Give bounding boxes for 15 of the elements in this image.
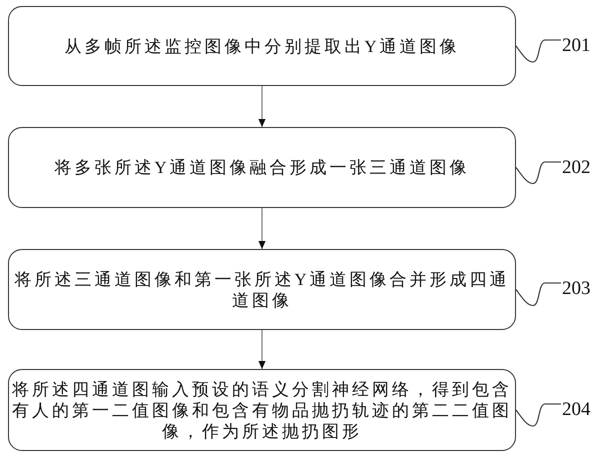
process-box: 从多帧所述监控图像中分别提取出Y通道图像 (8, 6, 516, 86)
process-box: 将所述三通道图像和第一张所述Y通道图像合并形成四通道图像 (8, 249, 516, 330)
step-number: 202 (562, 158, 590, 178)
leader-line (516, 39, 561, 63)
step-number: 201 (562, 36, 590, 56)
leader-line (516, 161, 561, 184)
leader-line (516, 403, 561, 427)
leader-line (516, 282, 561, 306)
process-box: 将多张所述Y通道图像融合形成一张三通道图像 (8, 127, 516, 208)
step-number: 204 (562, 400, 590, 420)
process-box: 将所述四通道图输入预设的语义分割神经网络，得到包含有人的第一二值图像和包含有物品抛扔轨迹的第二二值图像，作为所述抛扔图形 (8, 369, 516, 451)
arrow (258, 330, 266, 369)
arrow (258, 208, 266, 249)
step-number: 203 (562, 279, 590, 299)
arrow (258, 86, 266, 127)
